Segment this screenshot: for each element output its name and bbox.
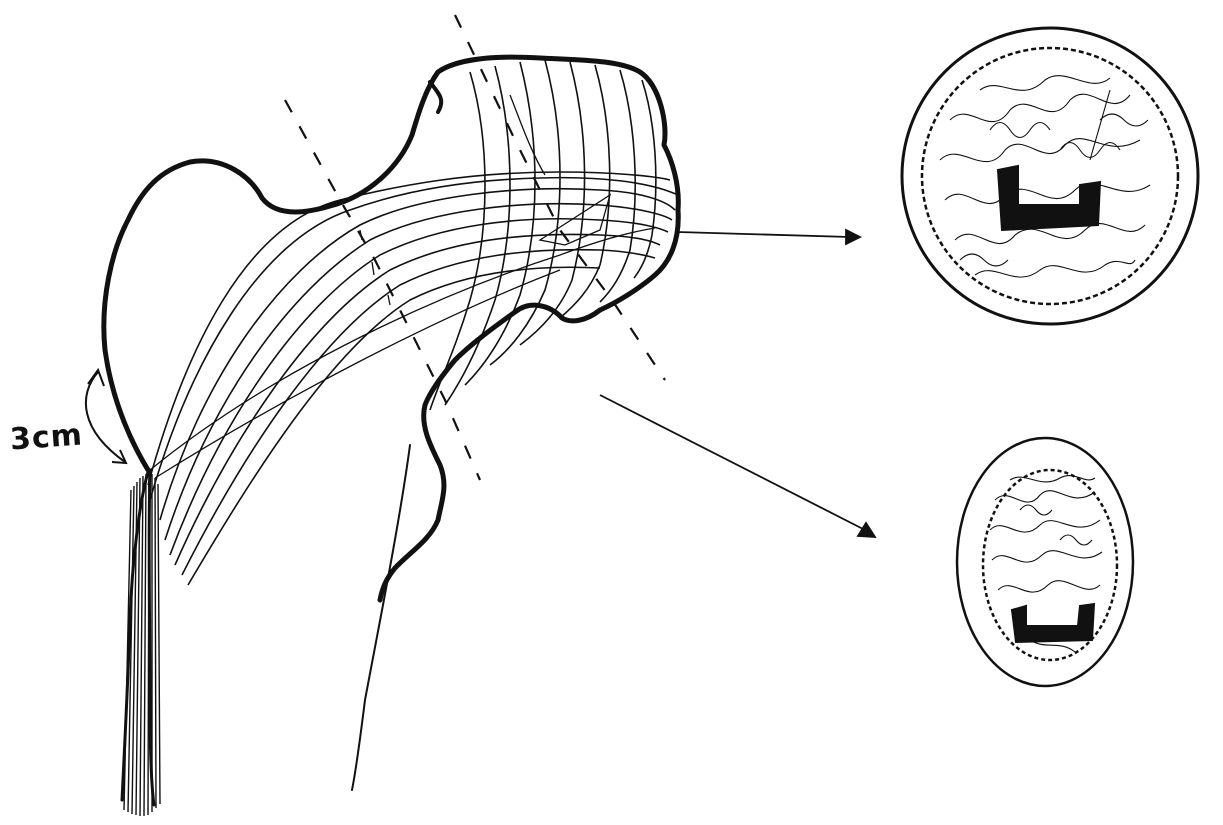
femur-contour (104, 57, 678, 600)
distance-label: 3cm (9, 417, 84, 457)
pointer-arrows (600, 230, 875, 537)
femur-outline (104, 57, 678, 805)
head-cross-section (902, 28, 1198, 324)
section-line-neck (285, 100, 480, 480)
head-notch (430, 82, 441, 112)
trabecular-lines-tensile (148, 172, 678, 585)
arrow-to-head-section (678, 232, 850, 237)
medial-shaft-line (352, 445, 410, 790)
section-lines (285, 15, 665, 480)
arrow-to-neck-section (600, 395, 865, 530)
neck-cross-section (957, 438, 1133, 686)
